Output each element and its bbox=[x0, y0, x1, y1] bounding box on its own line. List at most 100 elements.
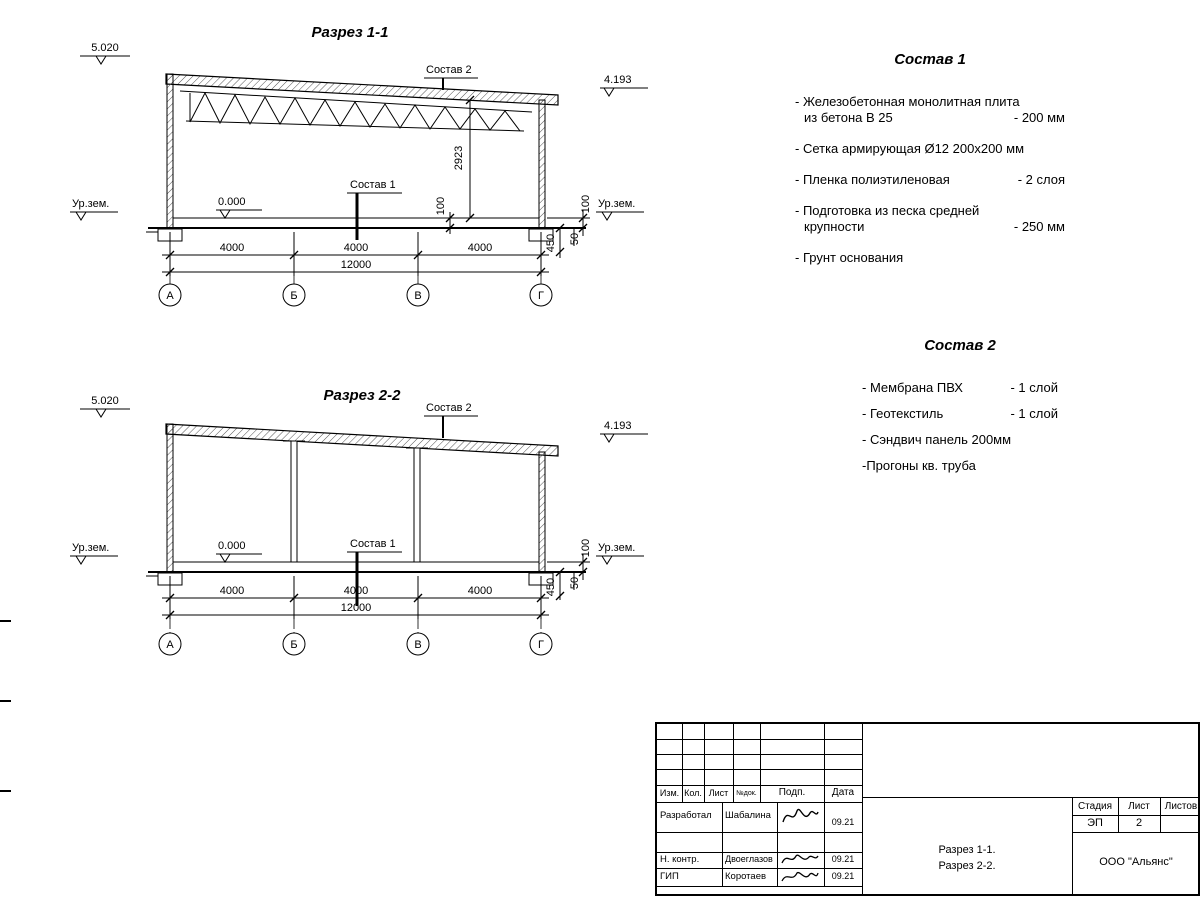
axis-g: Г bbox=[538, 290, 544, 302]
dim-450: 450 bbox=[545, 578, 557, 596]
signature bbox=[782, 808, 819, 823]
elevation-value: 5.020 bbox=[91, 42, 119, 54]
list-item: - Пленка полиэтиленовая - 2 слоя bbox=[795, 172, 1065, 188]
sostav2-title: Состав 2 bbox=[924, 337, 996, 354]
axis-g: Г bbox=[538, 639, 544, 651]
right-wall bbox=[538, 451, 546, 573]
floor-dim-right: 100 bbox=[547, 539, 592, 580]
ground-label: Ур.зем. bbox=[72, 198, 109, 210]
item-text: - Сэндвич панель 200мм bbox=[862, 432, 1012, 447]
item-value: - 1 слой bbox=[1010, 380, 1058, 395]
ground-level-right: Ур.зем. bbox=[596, 542, 644, 565]
item-value: - 200 мм bbox=[1013, 110, 1065, 125]
dim-100: 100 bbox=[435, 197, 447, 215]
title-block: Изм. Кол. Лист №док. Подп. Дата Разработ… bbox=[655, 722, 1200, 896]
sostav1-title: Состав 1 bbox=[894, 51, 966, 68]
list-item: - Мембрана ПВХ - 1 слой bbox=[862, 380, 1058, 396]
item-text: крупности bbox=[804, 219, 865, 234]
section-2-2: Разрез 2-2 5.020 Ур.зем. bbox=[70, 387, 648, 656]
sheet-label: Лист bbox=[1128, 801, 1150, 812]
section-1-1: Разрез 1-1 5.020 bbox=[70, 24, 648, 307]
zero-label: 0.000 bbox=[218, 196, 246, 208]
frame-tick bbox=[0, 700, 11, 702]
roof-truss bbox=[179, 90, 533, 132]
sostav1-callout: Состав 1 bbox=[350, 179, 396, 191]
axis-v: В bbox=[414, 290, 421, 302]
list-item: - Подготовка из песка средней крупности … bbox=[795, 203, 1065, 235]
elevation-mark-top: 5.020 bbox=[80, 395, 130, 418]
roof-slab bbox=[165, 73, 559, 106]
height-dimension: 2923 bbox=[453, 95, 475, 223]
list-item: - Железобетонная монолитная плита из бет… bbox=[795, 94, 1065, 126]
date: 09.21 bbox=[831, 817, 855, 827]
dim-12000: 12000 bbox=[341, 602, 372, 614]
dimension-chain: 4000 4000 4000 12000 bbox=[162, 232, 549, 277]
ground-label: Ур.зем. bbox=[598, 542, 635, 554]
left-column bbox=[166, 73, 174, 229]
item-text: - Геотекстиль bbox=[862, 406, 944, 421]
doc-title-line1: Разрез 1-1. bbox=[938, 844, 996, 856]
person-name: Коротаев bbox=[725, 871, 767, 882]
item-text: -Прогоны кв. труба bbox=[862, 458, 976, 473]
ground-level-left: Ур.зем. bbox=[70, 542, 118, 565]
section-1-1-title: Разрез 1-1 bbox=[311, 24, 388, 41]
item-value: - 1 слой bbox=[1010, 406, 1058, 421]
item-text: - Мембрана ПВХ bbox=[862, 380, 963, 395]
dim-4000: 4000 bbox=[468, 585, 492, 597]
ground-level-left: Ур.зем. bbox=[70, 198, 118, 221]
dim-50: 50 bbox=[569, 577, 581, 589]
dimension-chain: 4000 4000 4000 12000 bbox=[162, 576, 549, 620]
floor-dim-right: 100 bbox=[547, 195, 592, 236]
list-item: - Геотекстиль - 1 слой bbox=[862, 406, 1058, 422]
dim-450: 450 bbox=[545, 234, 557, 252]
axis-bubbles: А Б В Г bbox=[158, 619, 553, 656]
zero-label: 0.000 bbox=[218, 540, 246, 552]
sheets-label: Листов bbox=[1164, 801, 1198, 812]
sostav1-leader: Состав 1 bbox=[347, 179, 402, 240]
list-item: - Сетка армирующая Ø12 200х200 мм bbox=[795, 141, 1065, 157]
foundation-dims: 450 50 bbox=[545, 223, 581, 258]
item-text: - Грунт основания bbox=[795, 250, 904, 265]
item-value: - 250 мм bbox=[1013, 219, 1065, 234]
list-item: - Сэндвич панель 200мм bbox=[862, 432, 1058, 448]
left-column bbox=[166, 423, 174, 573]
frame-tick bbox=[0, 790, 11, 792]
dim-2923: 2923 bbox=[453, 146, 465, 170]
list-item: -Прогоны кв. труба bbox=[862, 458, 1058, 474]
foundation-dims: 450 50 bbox=[545, 567, 581, 601]
elevation-mark-top: 5.020 bbox=[80, 42, 130, 65]
list-item: - Грунт основания bbox=[795, 250, 1065, 266]
dim-4000: 4000 bbox=[220, 585, 244, 597]
axis-b: Б bbox=[290, 290, 297, 302]
axis-a: А bbox=[166, 639, 174, 651]
item-text: - Железобетонная монолитная плита bbox=[795, 94, 1020, 109]
sostav1-legend: Состав 1 - Железобетонная монолитная пли… bbox=[795, 52, 1065, 281]
sections-drawing: Разрез 1-1 5.020 bbox=[70, 24, 648, 656]
elevation-value: 4.193 bbox=[604, 420, 632, 432]
item-text: - Сетка армирующая Ø12 200х200 мм bbox=[795, 141, 1025, 156]
sheet-value: 2 bbox=[1135, 817, 1143, 829]
right-wall bbox=[538, 99, 546, 229]
date: 09.21 bbox=[831, 854, 855, 864]
dim-100: 100 bbox=[580, 195, 592, 213]
col-podp: Подп. bbox=[778, 787, 806, 798]
ground-label: Ур.зем. bbox=[598, 198, 635, 210]
sostav2-legend: Состав 2 - Мембрана ПВХ - 1 слой - Геоте… bbox=[862, 338, 1058, 484]
col-kol: Кол. bbox=[684, 788, 702, 798]
person-name: Шабалина bbox=[725, 810, 771, 821]
dim-50: 50 bbox=[569, 233, 581, 245]
zero-level-mark: 0.000 bbox=[216, 540, 262, 563]
dim-4000: 4000 bbox=[468, 242, 492, 254]
frame-tick bbox=[0, 620, 11, 622]
role-label: Разработал bbox=[660, 810, 712, 821]
elevation-mark-right: 4.193 bbox=[600, 420, 648, 443]
item-value: - 2 слоя bbox=[1017, 172, 1065, 187]
item-text: из бетона В 25 bbox=[804, 110, 893, 125]
ground-label: Ур.зем. bbox=[72, 542, 109, 554]
person-name: Двоеглазов bbox=[725, 854, 773, 864]
col-izm: Изм. bbox=[659, 788, 680, 798]
sostav2-leader: Состав 2 bbox=[424, 402, 478, 438]
role-label: Н. контр. bbox=[660, 854, 700, 865]
signature bbox=[781, 871, 819, 882]
